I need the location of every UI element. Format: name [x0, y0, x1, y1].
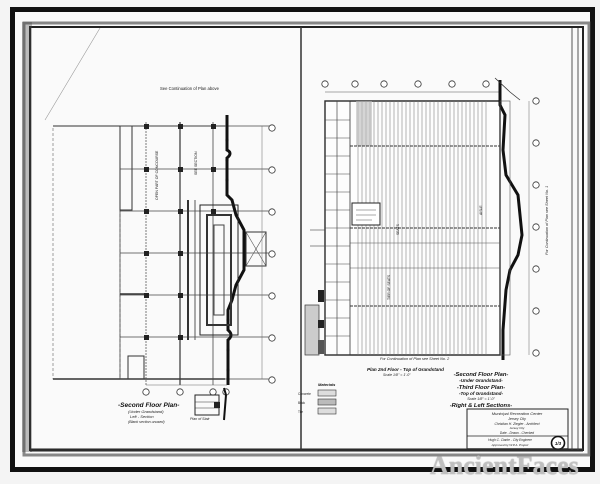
right-center-note: Plan 2nd Floor - Top of Grandstand [367, 367, 444, 372]
left-plan-subtitle-1: (Under Grandstand) [128, 409, 164, 414]
title-line-4: -Top of Grandstand- [459, 391, 503, 396]
stair-detail-label: Plan of Stair [190, 417, 210, 421]
title-line-5: -Right & Left Sections- [450, 403, 513, 409]
svg-text:AISLE: AISLE [479, 205, 483, 215]
title-scale: Scale 1/8" = 1'-0" [467, 397, 495, 401]
watermark: AncientFaces [430, 451, 579, 480]
svg-text:SEATS: SEATS [396, 223, 400, 235]
svg-text:SEE SECTION: SEE SECTION [194, 151, 198, 175]
right-bottom-note: For Continuation of Plan see Sheet No. 2 [380, 357, 450, 361]
project-city: Jersey City [507, 417, 526, 421]
right-center-note-sub: Scale 1/8" = 1'-0" [383, 373, 411, 377]
title-block: -Second Floor Plan- -Under Grandstand- -… [450, 372, 569, 451]
right-side-note: For Continuation of Plan see Sheet No. 1 [545, 186, 549, 255]
architect-city: Jersey City [510, 426, 525, 430]
title-line-2: -Under Grandstand- [459, 378, 503, 383]
title-line-3: -Third Floor Plan- [457, 385, 505, 391]
approval-note: Approved by W.P.A. Project [491, 443, 529, 447]
project-name: Municipal Recreation Center [492, 411, 543, 416]
svg-text:OPEN PART OF CONCOURSE: OPEN PART OF CONCOURSE [155, 150, 159, 200]
left-floor-plan: OPEN PART OF CONCOURSE SEE SECTION [52, 115, 276, 421]
right-floor-plan: SEATS TIER OF SEATS AISLE [304, 77, 540, 360]
title-line-1: -Second Floor Plan- [454, 372, 509, 378]
legend-item-tile: Tile [298, 410, 303, 414]
sheet-number: 1/3 [555, 441, 562, 446]
drawing-dates: Date - Drawn - Checked [500, 431, 534, 435]
left-plan-title: -Second Floor Plan- [118, 402, 179, 409]
city-engineer: Hugh C. Clarke - City Engineer [488, 438, 533, 442]
left-plan-subtitle-2: Left - Section [130, 414, 154, 419]
legend-item-concrete: Concrete [298, 392, 311, 396]
left-top-note: See Continuation of Plan above [160, 86, 220, 91]
materials-legend: Materials Concrete Brick Tile [298, 382, 337, 415]
left-plan-subtitle-3: (Blank section unused) [128, 420, 165, 424]
legend-item-brick: Brick [298, 401, 305, 405]
svg-text:TIER OF SEATS: TIER OF SEATS [387, 274, 391, 300]
architect-name: Christian H. Ziegler - Architect [494, 422, 540, 426]
legend-title: Materials [318, 382, 336, 387]
